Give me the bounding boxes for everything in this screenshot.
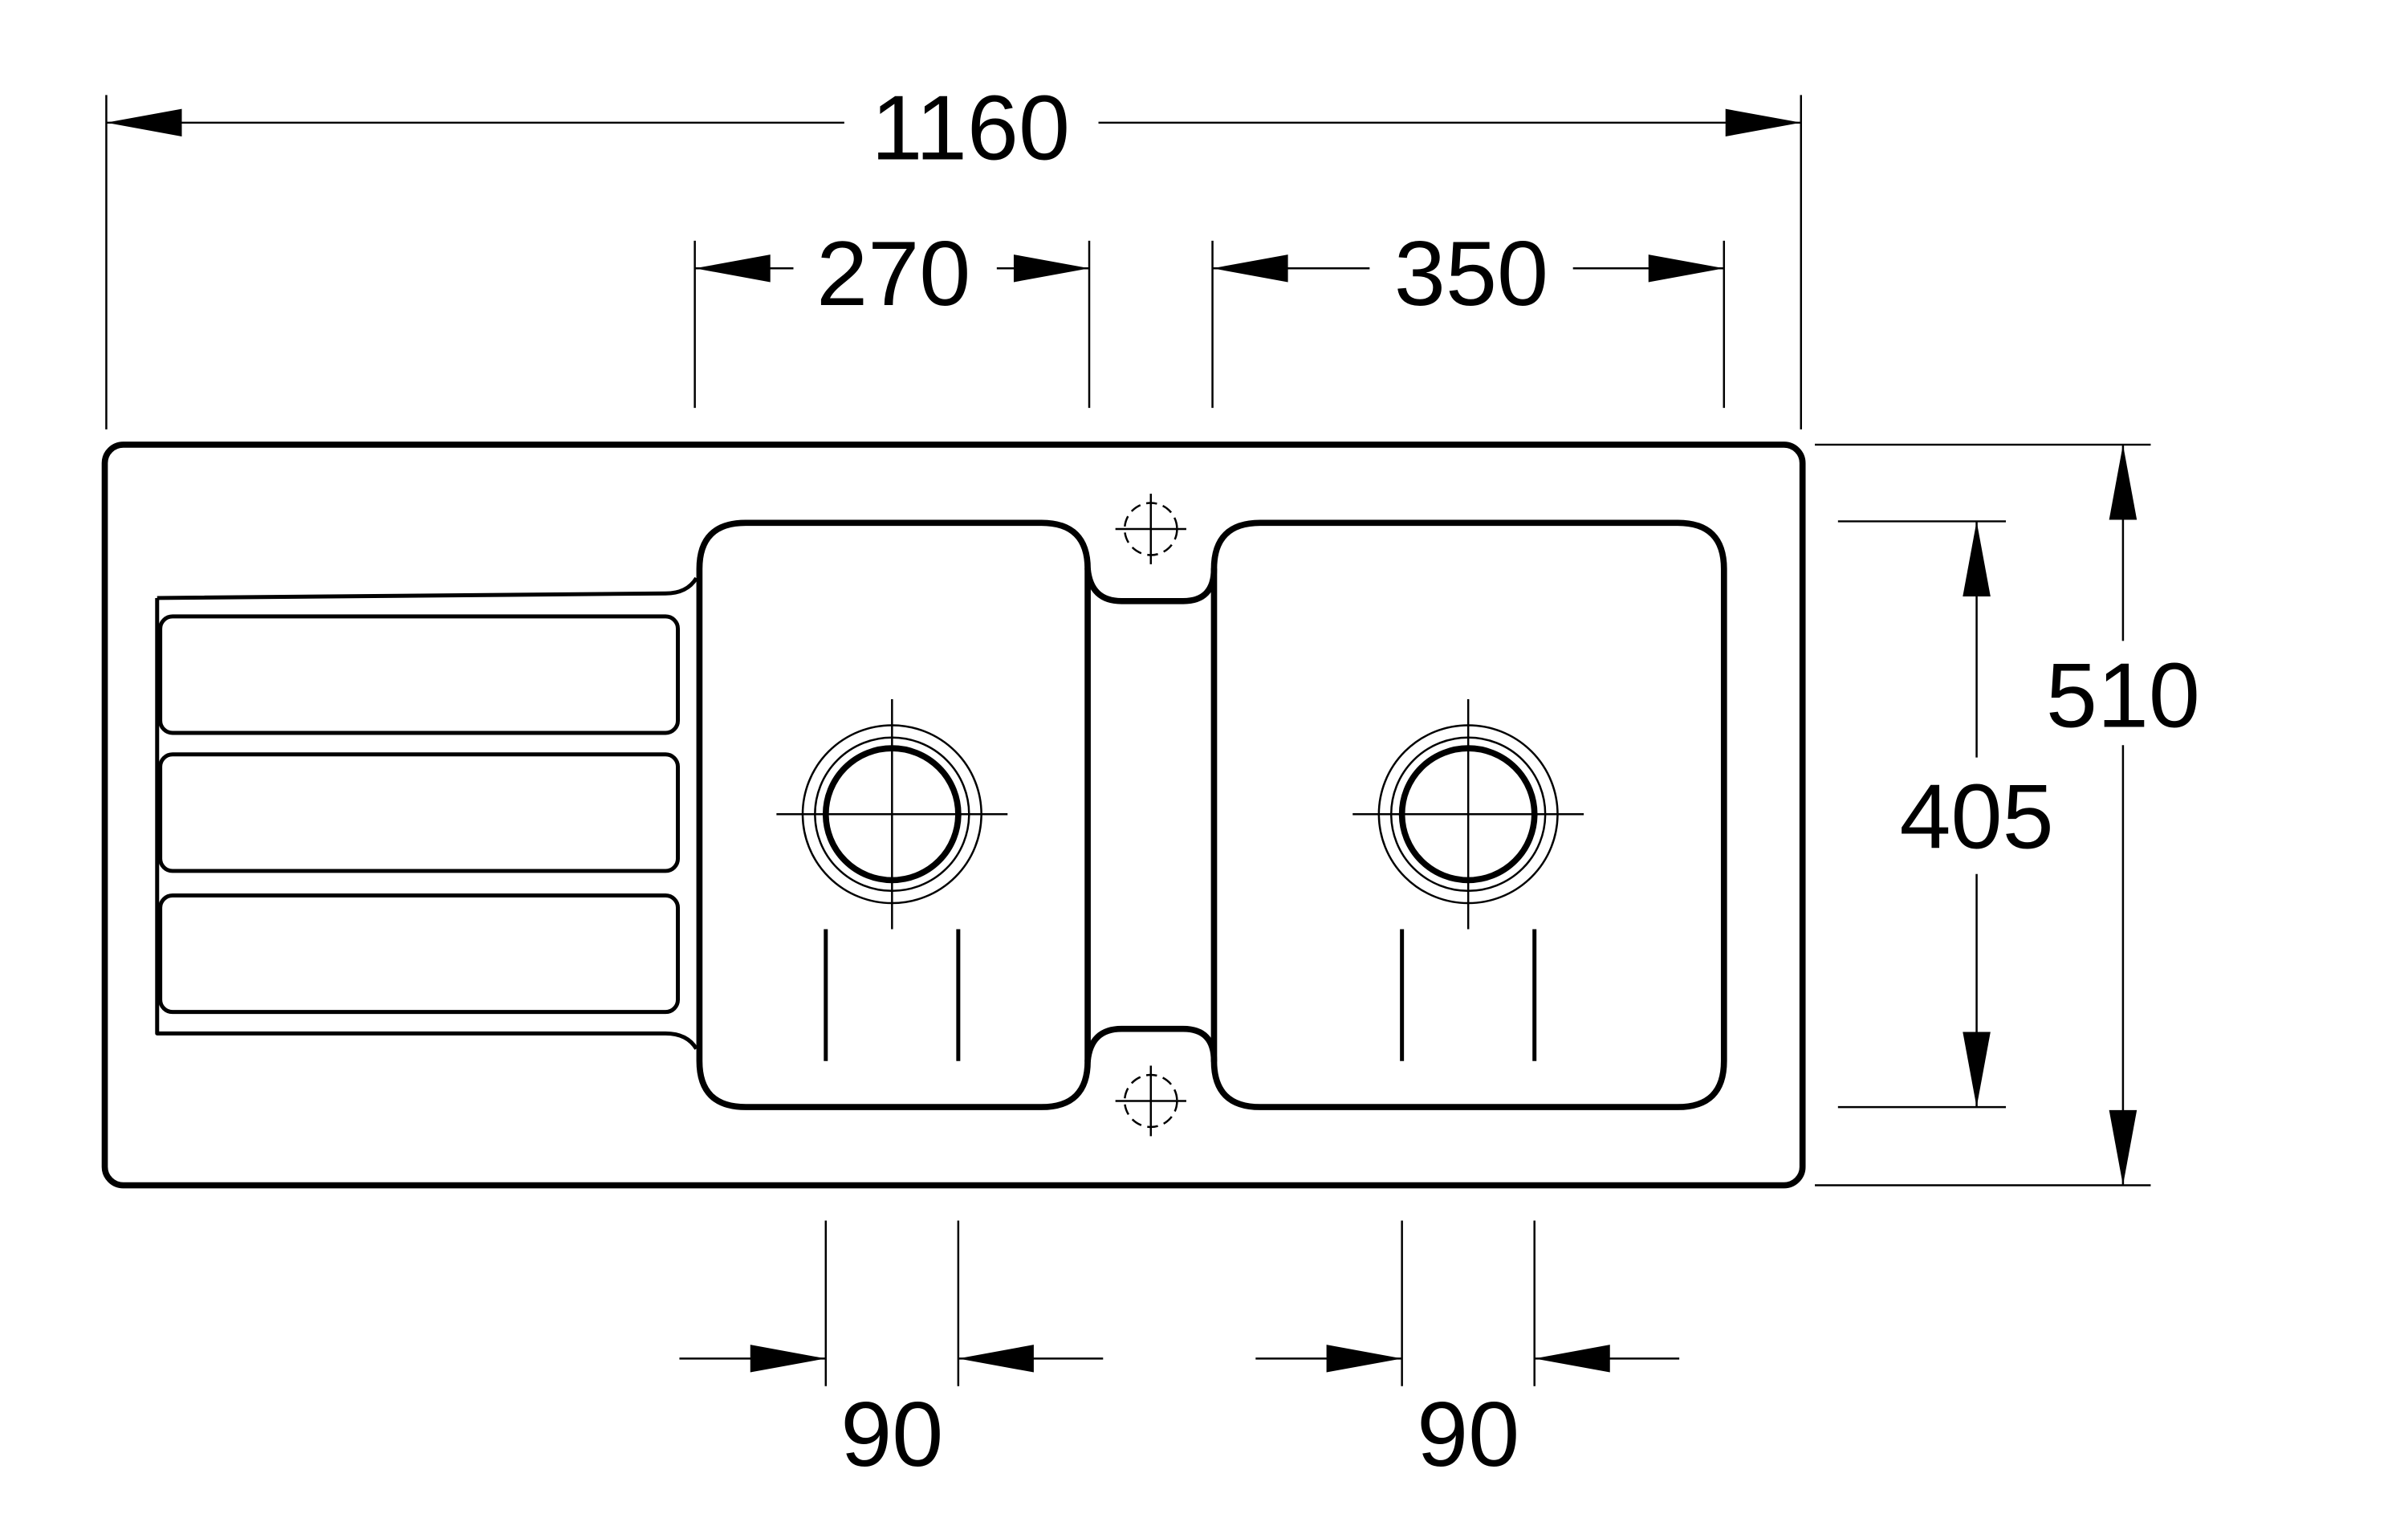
dimension-right-drain-spacing: 90: [1255, 1220, 1680, 1486]
dimension-overall-width: 1160: [105, 77, 1803, 429]
left-bowl: [696, 519, 1091, 1110]
drainer-rib-1: [158, 614, 681, 735]
arrowhead: [694, 254, 771, 283]
right-drain: [1352, 699, 1584, 930]
dimension-label-bowl-depth: 405: [1900, 766, 2054, 869]
drainer-rib-2: [158, 752, 681, 873]
arrowhead: [1963, 1032, 1991, 1108]
dimension-left-bowl-width: 270: [694, 222, 1091, 409]
arrowhead: [1534, 1345, 1610, 1373]
bowl-bridge: [1084, 565, 1218, 1064]
drainer-outline: [155, 576, 698, 1050]
drainer-rib-3: [158, 893, 681, 1015]
dimension-label-overall-depth: 510: [2046, 645, 2200, 747]
dimension-label-left-drain-spacing: 90: [840, 1383, 943, 1486]
tap-hole-marker-top: [1115, 494, 1186, 564]
dimension-label-left-bowl-width: 270: [816, 222, 970, 325]
arrowhead: [1013, 254, 1090, 283]
dimension-label-overall-width: 1160: [871, 77, 1070, 180]
arrowhead: [2109, 1109, 2138, 1186]
drainer: [155, 576, 698, 1050]
arrowhead: [2109, 444, 2138, 520]
dimension-label-right-bowl-width: 350: [1394, 222, 1548, 325]
bridge-top-notch: [1084, 565, 1218, 604]
arrowhead: [1648, 254, 1724, 283]
right-bowl: [1210, 519, 1727, 1110]
right-bowl-outline: [1210, 519, 1727, 1110]
arrowhead: [958, 1345, 1034, 1373]
dimension-left-drain-spacing: 90: [679, 1220, 1104, 1486]
arrowhead: [750, 1345, 826, 1373]
arrowhead: [1725, 108, 1801, 136]
tap-hole-marker-bottom: [1115, 1065, 1186, 1137]
dimension-label-right-drain-spacing: 90: [1417, 1383, 1519, 1486]
arrowhead: [1326, 1345, 1402, 1373]
sink-outer-outline: [101, 442, 1806, 1189]
arrowhead: [1963, 521, 1991, 597]
bridge-bottom-notch: [1084, 1025, 1218, 1064]
dimension-bowl-depth: 405: [1837, 520, 2054, 1109]
dimension-right-bowl-width: 350: [1211, 222, 1726, 409]
left-drain: [776, 699, 1008, 930]
dimension-overall-depth: 510: [1815, 443, 2200, 1186]
arrowhead: [1212, 254, 1288, 283]
arrowhead: [106, 108, 182, 136]
left-bowl-outline: [696, 519, 1091, 1110]
